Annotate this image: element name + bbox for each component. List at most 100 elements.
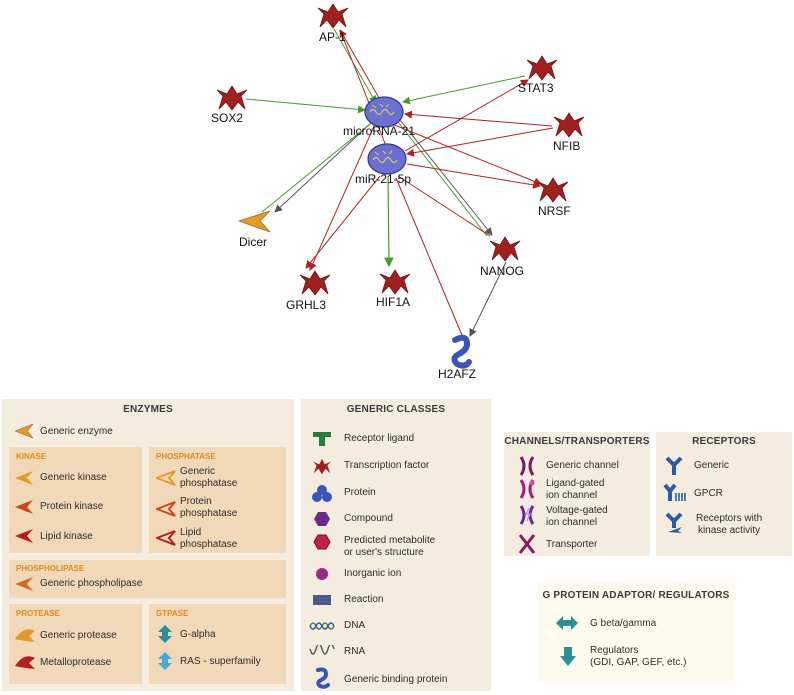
generic-class-item-7: Reaction (344, 594, 384, 605)
generic-classes-title: GENERIC CLASSES (346, 404, 446, 415)
dicer-label: Dicer (239, 235, 268, 249)
lipid-kinase-icon (15, 529, 33, 543)
phosphatase-item-2: Protein phosphatase (180, 496, 238, 519)
lipid-phosphatase-icon (156, 530, 176, 546)
generic-binding-protein-icon (316, 667, 330, 689)
h2afz-node[interactable] (451, 334, 472, 369)
channel-item-4: Transporter (546, 539, 598, 550)
phosphatase-item-1: Generic phosphatase (180, 466, 238, 489)
enzymes-title: ENZYMES (123, 404, 173, 415)
predicted-metabolite-icon (313, 534, 331, 550)
transporter-icon (518, 534, 536, 554)
microrna21-node[interactable] (364, 96, 404, 128)
mir21-5p-node[interactable] (367, 143, 407, 175)
generic-class-item-8: DNA (344, 620, 366, 631)
kinase-item-3: Lipid kinase (40, 531, 93, 542)
channels-panel (504, 432, 650, 556)
sox2-label: SOX2 (211, 111, 244, 125)
kinase-title: KINASE (16, 452, 47, 461)
gprotein-title: G PROTEIN ADAPTOR/ REGULATORS (542, 590, 730, 601)
channel-item-1: Generic channel (546, 460, 619, 471)
dna-icon (309, 622, 335, 630)
receptor-item-2: GPCR (694, 488, 723, 499)
protease-box (9, 604, 142, 684)
gpcr-icon (663, 483, 686, 501)
rna-icon (309, 645, 335, 655)
channel-item-3: Voltage-gated ion channel (546, 505, 608, 528)
nrsf-node[interactable] (537, 177, 569, 203)
generic-receptor-icon (665, 456, 683, 475)
mir21-5p-label: miR-21-5p (355, 172, 412, 186)
gprotein-item-2: Regulators (GDI, GAP, GEF, etc.) (590, 645, 687, 668)
nfib-label: NFIB (553, 139, 581, 153)
gprotein-panel (537, 583, 735, 681)
phospholipase-box (9, 560, 286, 598)
regulators-icon (560, 647, 576, 666)
hif1a-label: HIF1A (376, 295, 411, 309)
receptor-item-1: Generic (694, 460, 730, 471)
ligand-gated-channel-icon (519, 479, 535, 499)
receptor-kinase-icon (665, 512, 683, 533)
generic-classes-panel (301, 399, 491, 691)
stat3-label: STAT3 (518, 81, 554, 95)
generic-phospholipase-icon (15, 577, 33, 591)
receptor-item-3: Receptors with kinase activity (696, 513, 763, 536)
channels-title: CHANNELS/TRANSPORTERS (504, 436, 650, 447)
generic-class-item-1: Receptor ligand (344, 433, 415, 444)
h2afz-label: H2AFZ (438, 367, 477, 381)
generic-class-item-9: RNA (344, 646, 366, 657)
generic-class-item-4: Compound (344, 513, 393, 524)
gtpase-item-2: RAS - superfamily (180, 656, 261, 667)
generic-class-item-3: Protein (344, 487, 376, 498)
transcription-factor-icon (313, 458, 331, 475)
ap1-node[interactable] (317, 3, 349, 29)
ap1-label: AP-1 (319, 30, 346, 44)
metalloprotease-icon (15, 656, 35, 669)
generic-class-item-10: Generic binding protein (344, 674, 448, 685)
sox2-node[interactable] (216, 85, 248, 111)
generic-class-item-6: Inorganic ion (344, 568, 402, 579)
reaction-icon (313, 595, 331, 605)
receptor-ligand-icon (313, 432, 331, 446)
protein-icon (312, 485, 332, 502)
phospholipase-title: PHOSPHOLIPASE (16, 564, 85, 573)
gtpase-box (149, 604, 286, 684)
voltage-gated-channel-icon (519, 505, 535, 525)
phospholipase-item-1: Generic phospholipase (40, 578, 143, 589)
kinase-item-2: Protein kinase (40, 501, 104, 512)
gtpase-item-1: G-alpha (180, 629, 216, 640)
kinase-box (9, 447, 142, 553)
protease-title: PROTEASE (16, 609, 61, 618)
g-alpha-icon (158, 625, 172, 643)
nfib-node[interactable] (553, 112, 585, 138)
protease-item-1: Generic protease (40, 630, 117, 641)
generic-channel-icon (519, 456, 535, 476)
phosphatase-title: PHOSPHATASE (156, 452, 216, 461)
generic-protease-icon (15, 629, 35, 642)
hif1a-node[interactable] (379, 269, 411, 295)
protein-kinase-icon (15, 500, 33, 514)
channel-item-2: Ligand-gated ion channel (546, 478, 605, 501)
receptors-title: RECEPTORS (692, 436, 756, 447)
generic-enzyme-label: Generic enzyme (40, 426, 113, 437)
nrsf-label: NRSF (538, 204, 571, 218)
protease-item-2: Metalloprotease (40, 657, 112, 668)
gtpase-title: GTPASE (156, 609, 189, 618)
compound-icon (314, 512, 330, 526)
microrna21-label: microRNA-21 (343, 124, 416, 138)
generic-kinase-icon (15, 471, 33, 485)
grhl3-label: GRHL3 (286, 298, 327, 312)
dicer-node[interactable] (237, 210, 271, 233)
inorganic-ion-icon (316, 568, 328, 580)
network-diagram (216, 3, 585, 369)
ras-superfamily-icon (158, 652, 172, 670)
stat3-node[interactable] (526, 55, 558, 81)
generic-enzyme-icon (14, 423, 34, 439)
phosphatase-item-3: Lipid phosphatase (180, 527, 238, 550)
g-beta-gamma-icon (556, 616, 578, 630)
protein-phosphatase-icon (156, 501, 176, 517)
kinase-item-1: Generic kinase (40, 472, 107, 483)
grhl3-node[interactable] (299, 270, 331, 296)
nanog-node[interactable] (489, 236, 521, 262)
generic-class-item-5: Predicted metabolite or user's structure (344, 535, 436, 558)
